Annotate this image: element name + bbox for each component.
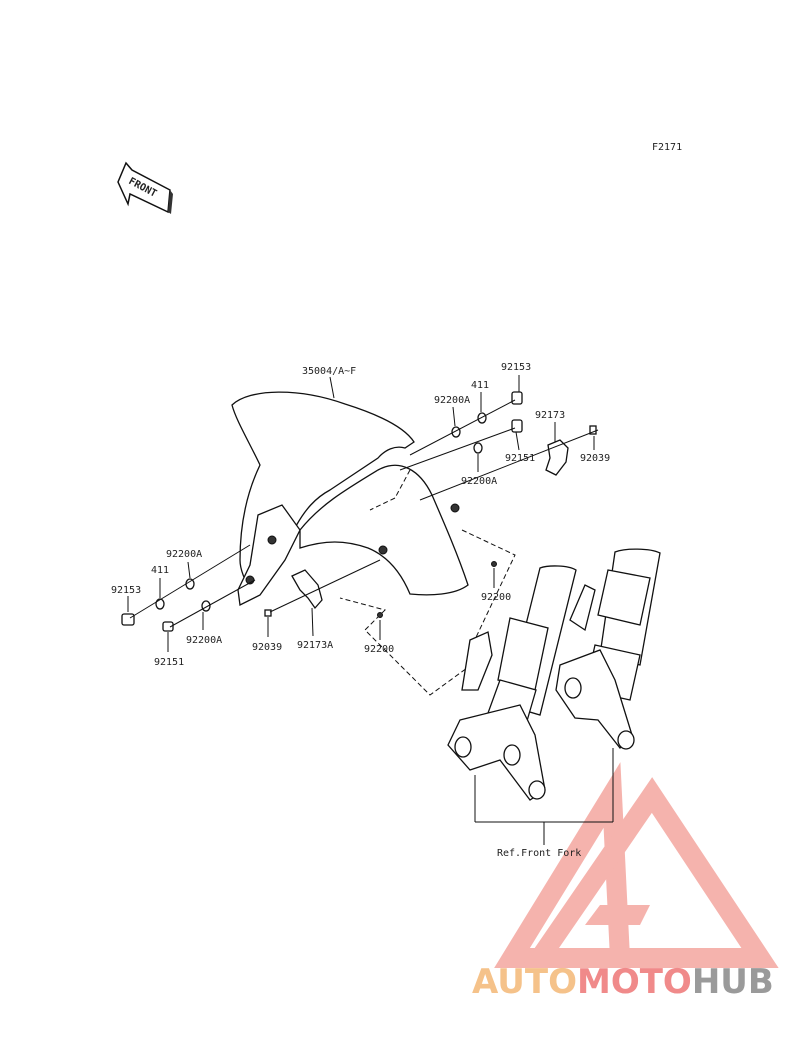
label-washer-left: 92200A <box>166 549 202 560</box>
watermark-hub: HUB <box>691 962 774 1002</box>
watermark-text: AUTOMOTOHUB <box>472 962 800 1006</box>
label-bolt-top-short: 92151 <box>505 453 535 464</box>
watermark-auto: AUTO <box>472 962 577 1002</box>
label-clamp-left: 92173A <box>297 640 333 651</box>
label-screw-top: 92039 <box>580 453 610 464</box>
front-fork-assembly <box>447 548 661 845</box>
label-reference-front-fork: Ref.Front Fork <box>497 848 581 859</box>
watermark-logo <box>494 762 779 968</box>
label-screw-left: 92039 <box>252 642 282 653</box>
label-clamp-top: 92173 <box>535 410 565 421</box>
label-bolt-left-short: 92151 <box>154 657 184 668</box>
front-direction-badge: FRONT <box>117 161 173 214</box>
label-collar-left: 411 <box>151 565 169 576</box>
front-fender <box>231 376 469 606</box>
top-right-hardware <box>399 375 599 501</box>
label-bolt-top: 92153 <box>501 362 531 373</box>
watermark-moto: MOTO <box>576 962 692 1002</box>
label-bolt-left: 92153 <box>111 585 141 596</box>
label-grommet-right: 92200 <box>481 592 511 603</box>
label-washer-left-lower: 92200A <box>186 635 222 646</box>
label-grommet-center: 92200 <box>364 644 394 655</box>
diagram-code: F2171 <box>652 142 682 153</box>
left-hardware <box>121 544 497 652</box>
fender-mount-outline <box>339 529 516 696</box>
label-washer-mid: 92200A <box>461 476 497 487</box>
label-washer-top: 92200A <box>434 395 470 406</box>
part-labels: 35004/A~F 92153 411 92200A 92173 92039 9… <box>111 362 610 859</box>
label-collar-top: 411 <box>471 380 489 391</box>
label-fender: 35004/A~F <box>302 366 356 377</box>
